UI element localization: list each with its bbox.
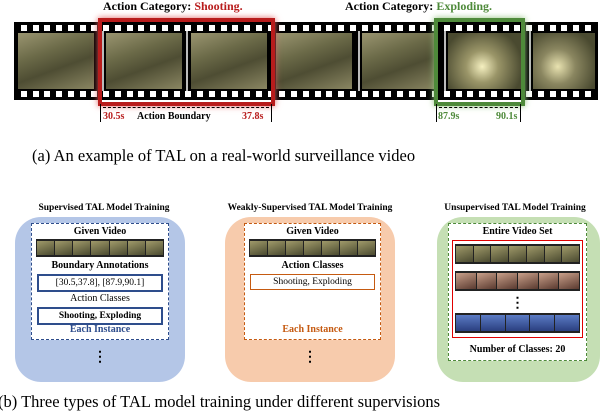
video-frame-6-explosion [448,33,524,89]
exploding-label: Exploding. [436,0,493,13]
frame-separator [444,31,446,91]
video-frame-2 [106,33,182,89]
boundary-values-box: [30.5,37.8], [87.9,90.1] [37,274,163,292]
boundary-arrow-line [439,107,518,108]
frame-separator [186,31,188,91]
category-prefix: Action Category: [103,0,195,13]
shooting-category-title: Action Category: Shooting. [103,0,243,14]
supervised-title: Supervised TAL Model Training [38,203,170,213]
video-frame-1 [18,33,94,89]
shooting-end-time: 37.8s [242,111,264,122]
unsupervised-panel: Entire Video Set ⋮ Number of Classes: 20 [437,217,600,382]
number-of-classes-label: Number of Classes: 20 [469,344,566,355]
sprocket-holes-top [14,25,598,31]
sprocket-holes-bottom [14,91,598,97]
exploding-category-title: Action Category: Exploding. [345,0,492,14]
supervised-instance-box: Given Video Boundary Annotations [30.5,3… [31,223,169,340]
frame-separator [358,31,360,91]
action-classes-box: Shooting, Exploding [250,274,375,290]
action-classes-label: Action Classes [70,293,130,304]
video-frame-7 [533,33,595,89]
shooting-highlight-box [98,18,275,106]
each-instance-label: Each Instance [282,324,343,335]
action-classes-box: Shooting, Exploding [37,307,163,325]
film-strip [14,22,598,100]
unsupervised-title: Unsupervised TAL Model Training [444,203,586,213]
video-frame-3 [191,33,267,89]
mini-film-strip [36,239,164,257]
more-instances-icon: ⋮ [303,350,317,365]
caption-b: (b) Three types of TAL model training un… [0,392,441,411]
shooting-boundary-bracket [100,104,272,122]
shooting-start-time: 30.5s [103,111,125,122]
video-strip-sports [455,313,580,333]
action-boundary-label: Action Boundary [137,111,211,122]
exploding-boundary-bracket [436,104,521,122]
video-frame-4 [276,33,352,89]
video-strip-people [455,271,580,291]
frame-separator [529,31,531,91]
weakly-instance-box: Given Video Action Classes Shooting, Exp… [244,223,381,340]
supervised-panel: Given Video Boundary Annotations [30.5,3… [15,217,185,382]
exploding-highlight-box [434,18,525,106]
exploding-start-time: 87.9s [438,111,460,122]
exploding-end-time: 90.1s [496,111,518,122]
unsupervised-set-box: Entire Video Set ⋮ Number of Classes: 20 [448,223,587,361]
weakly-supervised-panel: Given Video Action Classes Shooting, Exp… [225,217,395,382]
given-video-label: Given Video [73,226,127,237]
each-instance-label: Each Instance [69,324,131,335]
video-set-frame: ⋮ [452,240,583,338]
frame-separator [102,31,104,91]
entire-video-set-label: Entire Video Set [482,226,553,237]
more-videos-icon: ⋮ [510,296,525,311]
weakly-supervised-title: Weakly-Supervised TAL Model Training [227,203,393,213]
action-classes-label: Action Classes [281,260,344,271]
boundary-annotations-label: Boundary Annotations [51,260,149,271]
given-video-label: Given Video [286,226,339,237]
caption-a: (a) An example of TAL on a real-world su… [32,146,416,165]
category-prefix: Action Category: [345,0,437,13]
video-strip-surveillance [455,244,580,264]
mini-film-strip [249,239,376,257]
more-instances-icon: ⋮ [93,350,107,365]
shooting-label: Shooting. [194,0,243,13]
boundary-arrow-line [103,107,269,108]
video-frame-5 [362,33,438,89]
